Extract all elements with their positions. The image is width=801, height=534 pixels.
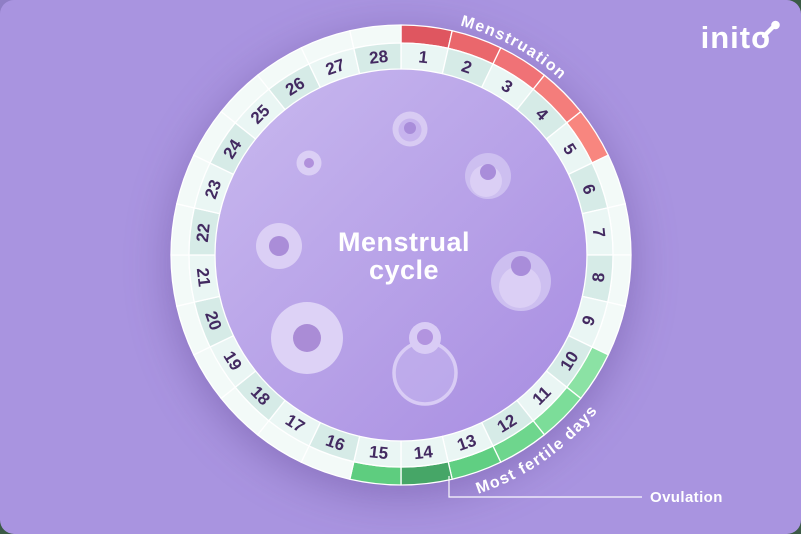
day-label-21: 21 (193, 267, 214, 288)
ovulation-connector-line (448, 476, 642, 498)
day-label-28: 28 (368, 47, 389, 68)
follicle-layer (480, 164, 496, 180)
day-label-7: 7 (589, 227, 609, 239)
ovulation-release-figure (392, 322, 458, 406)
follicle-large-right (491, 251, 551, 311)
center-title-line2: cycle (369, 255, 439, 285)
released-egg-nucleus (417, 329, 433, 345)
follicle-small-1 (296, 150, 322, 176)
day-label-15: 15 (368, 442, 389, 463)
follicle-layer (293, 324, 321, 352)
follicle-medium-right (465, 153, 511, 199)
follicle-illustrations (256, 111, 551, 406)
day-cell-28 (353, 42, 402, 75)
inito-logo: inito (700, 20, 780, 55)
follicle-medium-left (256, 223, 302, 269)
follicle-layer (404, 122, 416, 134)
follicle-large-left (271, 302, 343, 374)
follicle-layer (304, 158, 314, 168)
center-title-line1: Menstrual (338, 227, 470, 257)
follicle-layer (269, 236, 289, 256)
day-label-8: 8 (589, 272, 609, 284)
follicle-small-2 (392, 111, 428, 147)
ovulation-label: Ovulation (650, 489, 723, 506)
logo-text: inito (700, 20, 771, 55)
logo-molecule-icon (761, 20, 780, 39)
follicle-layer (511, 256, 531, 276)
day-label-22: 22 (193, 222, 214, 243)
day-label-1: 1 (418, 47, 430, 67)
follicle-layer (499, 266, 541, 308)
day-label-14: 14 (413, 442, 434, 463)
